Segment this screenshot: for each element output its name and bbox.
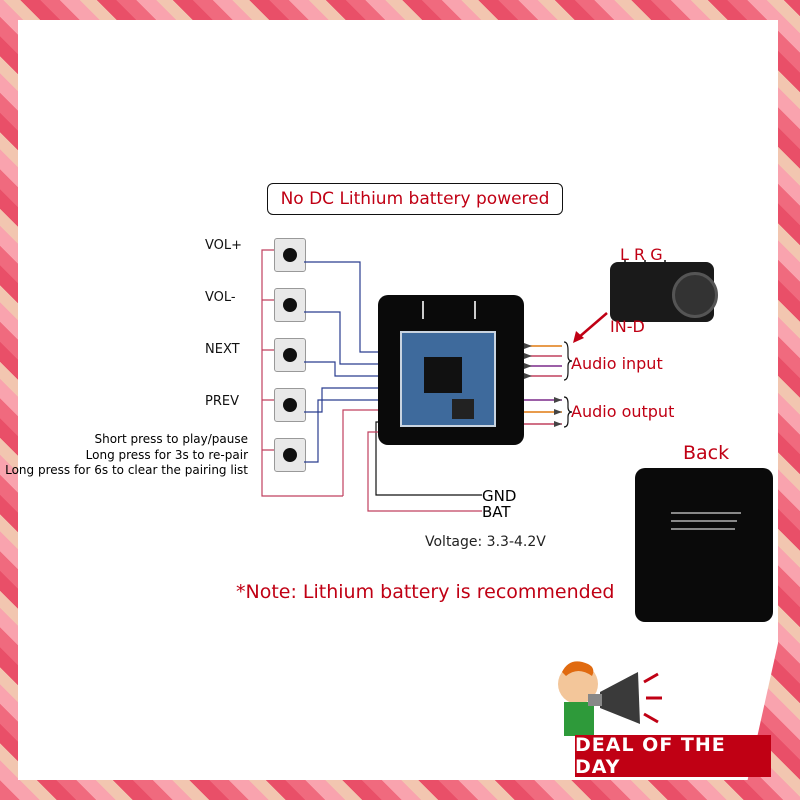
label-vol-minus: VOL- — [205, 290, 236, 305]
press-note-2: Long press for 3s to re-pair — [85, 448, 248, 462]
bluetooth-module — [400, 331, 496, 427]
antenna-trace — [422, 301, 476, 319]
wire-vol-plus — [304, 261, 383, 353]
wire-play — [304, 399, 383, 463]
brace-input — [563, 341, 573, 381]
wire-button-ground — [262, 299, 274, 451]
push-button-play — [274, 438, 306, 472]
gnd-label: GND — [482, 487, 517, 505]
push-button-next — [274, 338, 306, 372]
press-note-3: Long press for 6s to clear the pairing l… — [5, 463, 248, 477]
brace-output — [563, 396, 573, 428]
main-board — [378, 295, 524, 445]
deal-of-the-day-badge: DEAL OF THE DAY — [575, 734, 771, 778]
audio-input-label: Audio input — [571, 354, 663, 373]
jack-in-d-label: IN-D — [610, 317, 645, 336]
back-board — [635, 468, 773, 622]
label-next: NEXT — [205, 342, 240, 357]
voltage-label: Voltage: 3.3-4.2V — [425, 534, 546, 550]
label-prev: PREV — [205, 394, 239, 409]
main-chip — [424, 357, 462, 393]
jack-arrow — [577, 312, 608, 339]
wire-ground-board — [342, 409, 383, 496]
jack-pins-label: L R G — [620, 245, 663, 264]
diagram-title: No DC Lithium battery powered — [267, 183, 563, 215]
megaphone-mascot-icon — [558, 661, 662, 736]
label-vol-plus: VOL+ — [205, 238, 243, 253]
back-label: Back — [683, 442, 730, 464]
audio-output-label: Audio output — [571, 402, 675, 421]
wire-ground-bus — [261, 249, 343, 497]
wire-vol-minus — [304, 311, 383, 365]
bat-label: BAT — [482, 503, 511, 521]
push-button-vol-minus — [274, 288, 306, 322]
note-label: *Note: Lithium battery is recommended — [236, 581, 615, 603]
sub-chip — [452, 399, 474, 419]
jack-hole — [672, 272, 718, 318]
push-button-vol-plus — [274, 238, 306, 272]
wire-next — [304, 361, 383, 377]
audio-jack — [610, 262, 718, 322]
wire-bat — [367, 431, 482, 512]
press-note-1: Short press to play/pause — [94, 432, 248, 446]
push-button-prev — [274, 388, 306, 422]
